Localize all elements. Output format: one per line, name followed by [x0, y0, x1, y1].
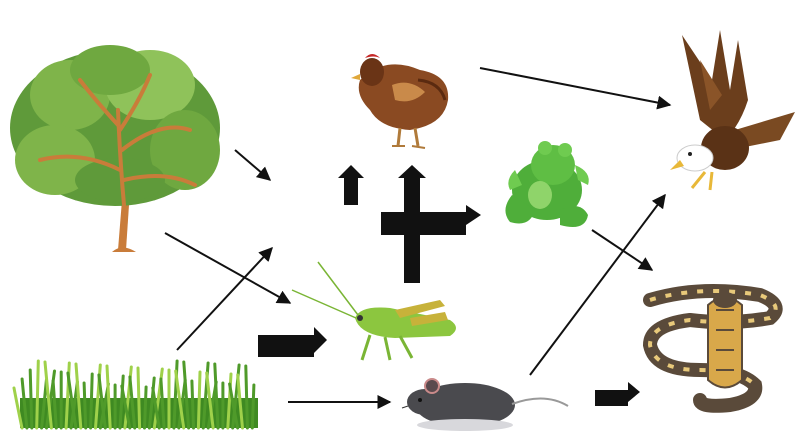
arrow-grass-to-hen: [177, 248, 272, 350]
block-arrow-up-left: [338, 165, 364, 205]
block-arrow-snake: [595, 382, 640, 406]
grass-blade: [192, 381, 194, 428]
grass-blade: [30, 370, 32, 428]
arrow-hen-to-eagle: [480, 68, 670, 105]
placeholder-blocks: [258, 165, 640, 406]
block-arrow-grasshopper: [258, 327, 327, 357]
eagle-icon: [670, 30, 795, 190]
frog-icon: [505, 141, 588, 227]
grass-blade: [91, 374, 93, 428]
mouse-icon: [402, 378, 568, 431]
grass-blade: [198, 372, 200, 428]
arrow-frog-to-snake: [592, 230, 652, 270]
grass-blade: [145, 387, 147, 428]
hen-icon: [351, 54, 448, 148]
tree-icon: [10, 45, 220, 252]
grass-icon: [14, 361, 258, 428]
arrow-tree-to-grasshopper: [165, 233, 290, 303]
grass-blade: [84, 383, 86, 428]
snake-icon: [650, 291, 776, 406]
block-arrow-cross: [381, 165, 481, 283]
grass-blade: [37, 361, 39, 428]
grass-blade: [138, 368, 140, 428]
grass-blade: [246, 366, 248, 428]
arrow-tree-to-hen: [235, 150, 270, 180]
grass-blade: [252, 385, 254, 428]
